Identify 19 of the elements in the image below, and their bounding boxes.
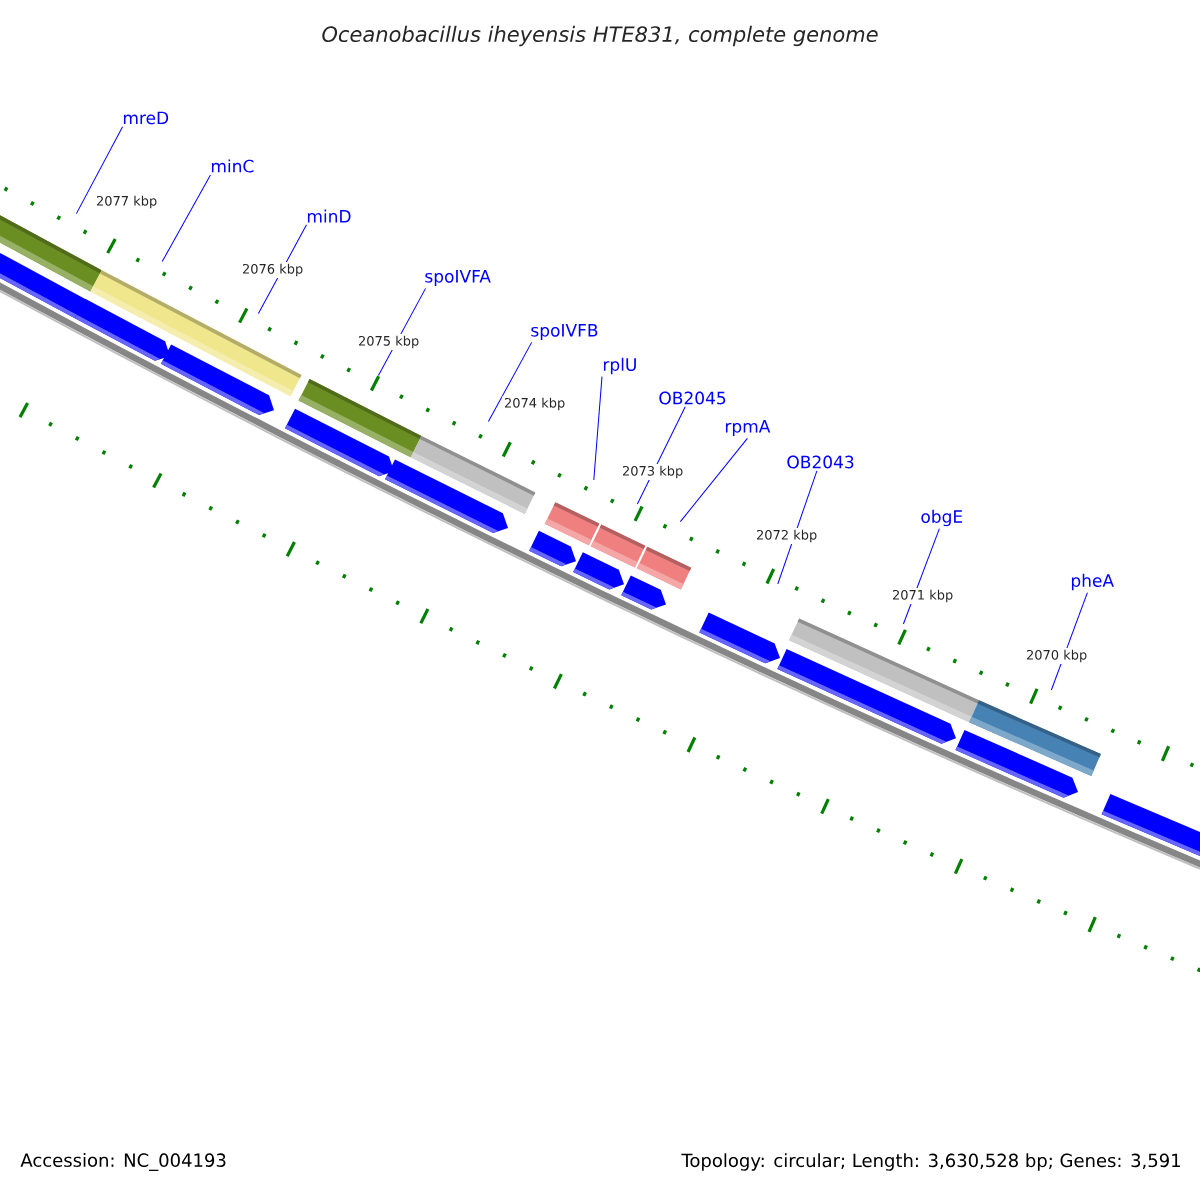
gene-label: obgE [921, 509, 963, 527]
leader-line [593, 376, 603, 481]
footer-text: Topology: circular; Length: 3,630,528 bp; Genes: 3,591 [681, 1153, 1180, 1171]
diagram-title: Oceanobacillus iheyensis HTE831, complete genome [322, 25, 878, 47]
gene-label: rpmA [725, 420, 771, 436]
gene-label: minC [211, 159, 254, 173]
leader-line [487, 341, 533, 423]
leader-line [161, 174, 211, 263]
gene-label: minD [307, 209, 351, 223]
gene-label: spoIVFA [425, 270, 491, 286]
leader-line [679, 437, 748, 523]
leader-line [75, 126, 124, 215]
gene-label: spoIVFB [531, 324, 598, 340]
gene-label: pheA [1071, 573, 1114, 591]
footer-text: Accession: NC_004193 [20, 1153, 226, 1171]
gene-label: OB2045 [659, 391, 726, 405]
gene-label: rplU [603, 357, 636, 375]
gene-label: OB2043 [787, 455, 854, 469]
gene-label: mreD [123, 111, 169, 125]
